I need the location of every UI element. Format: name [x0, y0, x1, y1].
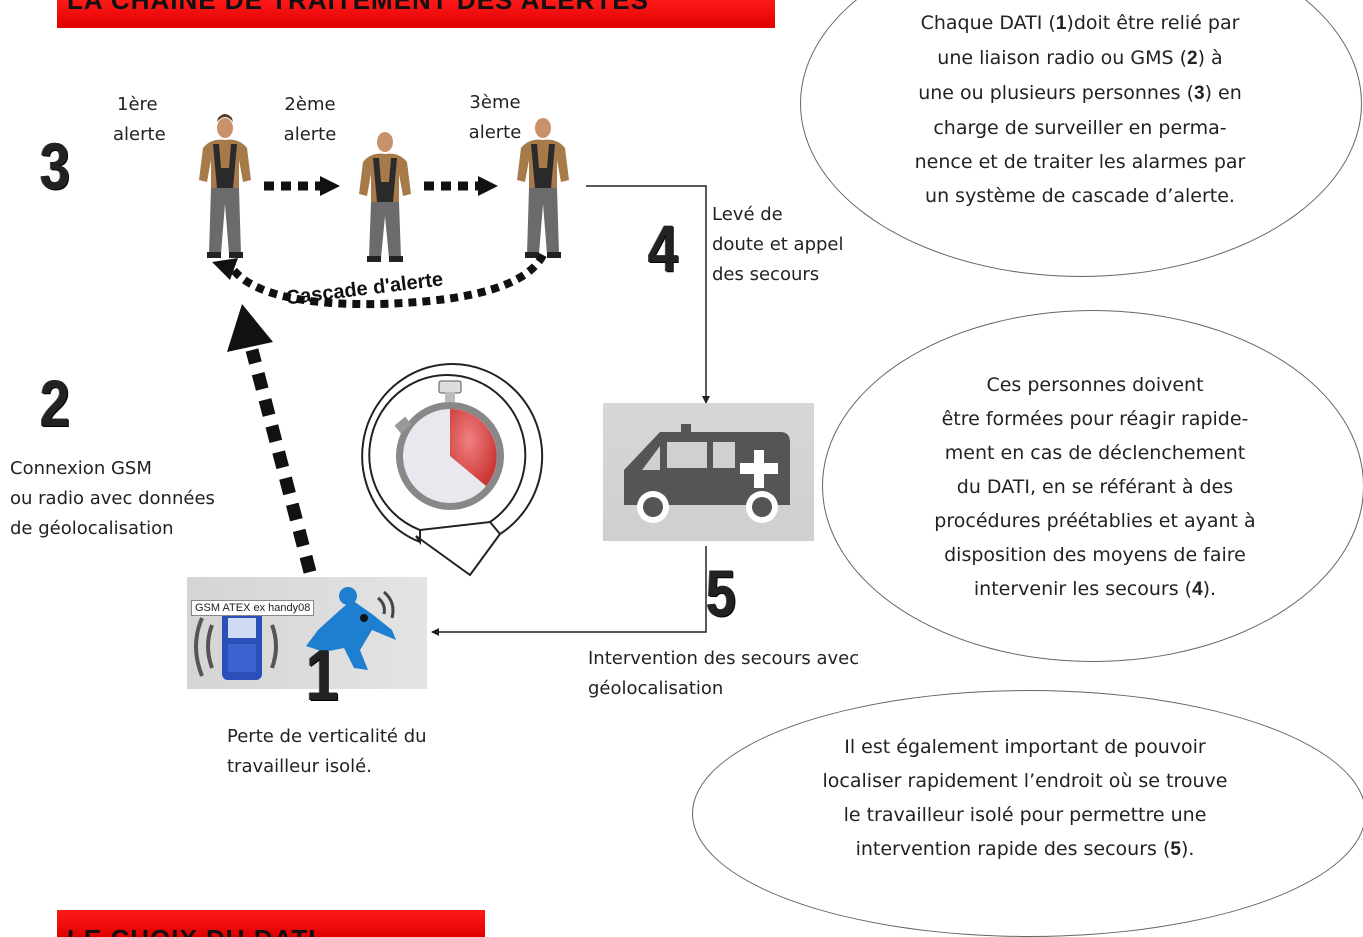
- dotted-arrow-device-to-workers: [227, 304, 317, 574]
- info-bubble-1-text: Chaque DATI (1)doit être relié par une l…: [914, 12, 1246, 207]
- step-number-1: 1: [306, 636, 339, 716]
- top-banner: LA CHAÎNE DE TRAITEMENT DES ALERTES: [57, 0, 775, 28]
- bottom-banner-title: LE CHOIX DU DATI: [67, 924, 317, 937]
- step-number-3: 3: [40, 129, 71, 203]
- step-number-2: 2: [40, 366, 71, 440]
- falling-person-icon: [306, 587, 396, 670]
- bottom-banner: LE CHOIX DU DATI: [57, 910, 485, 937]
- top-banner-title: LA CHAÎNE DE TRAITEMENT DES ALERTES: [67, 0, 649, 15]
- info-bubble-2-text: Ces personnes doivent être formées pour …: [934, 374, 1256, 600]
- device-image: [187, 577, 427, 689]
- step-number-4: 4: [648, 211, 679, 285]
- cascade-arrow: [212, 252, 547, 309]
- worker-figure-3: [517, 118, 569, 258]
- dotted-arrow-2-3: [424, 176, 498, 196]
- line-to-ambulance: [586, 185, 710, 404]
- device-tooltip: GSM ATEX ex handy08: [191, 600, 315, 616]
- info-bubble-3-text: Il est également important de pouvoir lo…: [822, 736, 1228, 860]
- worker-figure-1: [199, 114, 251, 258]
- step-number-5: 5: [706, 556, 737, 630]
- dotted-arrow-1-2: [264, 176, 340, 196]
- ambulance-icon: [603, 403, 814, 541]
- stopwatch-icon: [361, 363, 544, 577]
- cascade-label: Cascade d'alerte: [285, 268, 445, 309]
- worker-figure-2: [359, 132, 411, 262]
- line-to-device: [431, 546, 707, 636]
- info-bubble-2: [822, 310, 1363, 662]
- phone-icon: [194, 610, 278, 680]
